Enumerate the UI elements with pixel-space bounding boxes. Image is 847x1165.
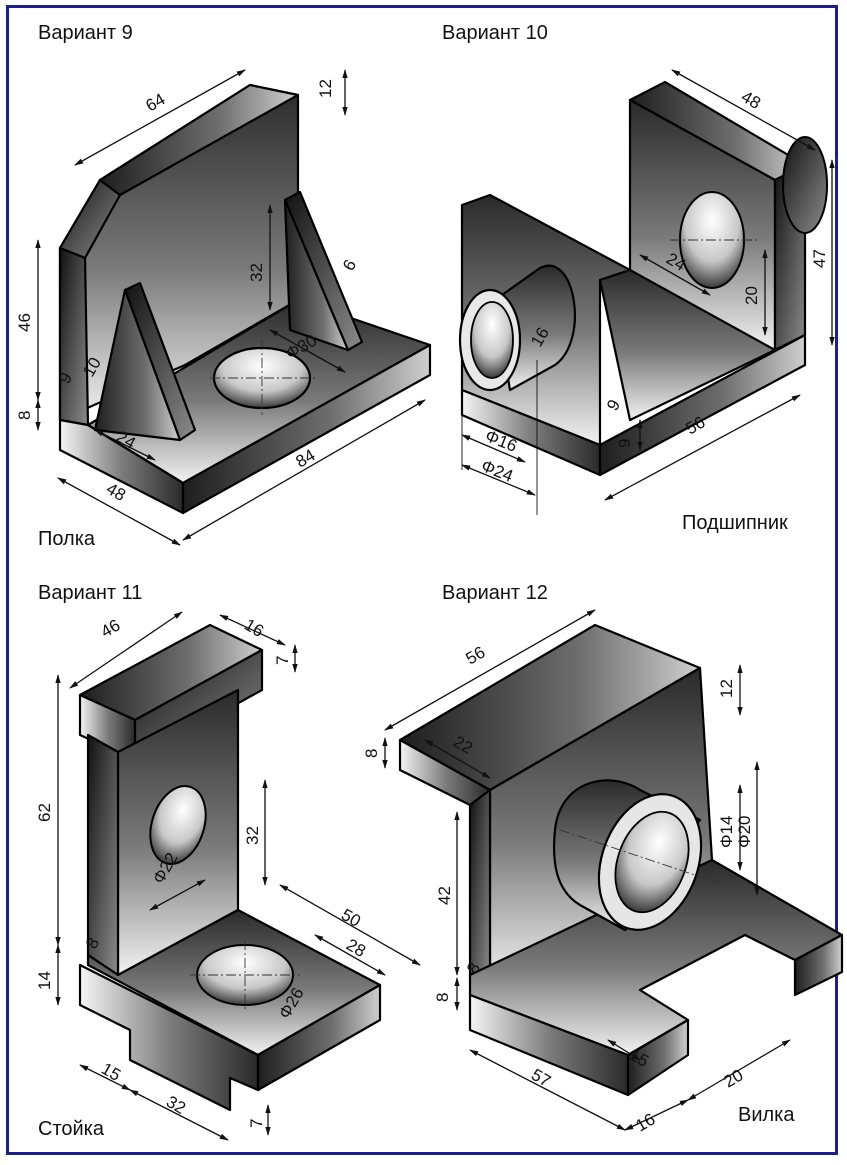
dim-label: Φ24	[479, 456, 516, 486]
dim-label: Φ20	[735, 816, 754, 848]
dim-label: 8	[433, 993, 452, 1002]
dim-label: 32	[163, 1092, 189, 1118]
dim-label: 15	[98, 1059, 124, 1085]
stoika-column-hole	[149, 785, 207, 865]
dim-label: 32	[243, 826, 262, 845]
dim-label: 9	[603, 396, 624, 414]
polka-rib-right-face	[283, 198, 350, 352]
dim-label: Φ14	[717, 816, 736, 848]
part-polka	[58, 83, 432, 515]
dim-label: 50	[338, 905, 364, 931]
dimension-lines	[35, 69, 835, 1141]
dim-label: 46	[98, 616, 124, 642]
vilka-base-front-right	[793, 933, 844, 997]
dim-label: 46	[15, 313, 34, 332]
variant-11-title: Вариант 11	[38, 582, 143, 604]
variant-11-part-name: Стойка	[38, 1118, 104, 1140]
dim-label: 20	[742, 286, 761, 305]
dim-label: 62	[35, 803, 54, 822]
part-podshipnik	[458, 80, 828, 477]
dim-label: 57	[528, 1065, 554, 1091]
dim-label: 20	[721, 1066, 747, 1092]
polka-plate-side	[58, 246, 90, 427]
dim-label: 14	[35, 971, 54, 990]
dim-label: 16	[633, 1110, 659, 1136]
part-stoika	[78, 623, 382, 1112]
variant-12-title: Вариант 12	[442, 582, 548, 604]
dim-label: 8	[15, 411, 34, 420]
dim-label: 6	[339, 256, 360, 274]
dim-label: 8	[362, 749, 381, 758]
dim-label: 56	[463, 643, 489, 669]
dim-label: 32	[247, 263, 266, 282]
dim-label: 12	[316, 79, 335, 98]
dim-label: 47	[810, 249, 829, 268]
variant-10-part-name: Подшипник	[682, 512, 788, 534]
variant-12-part-name: Вилка	[738, 1104, 795, 1126]
dim-label: 9	[615, 439, 634, 448]
variant-9-part-name: Полка	[38, 528, 96, 550]
variant-9-title: Вариант 9	[38, 22, 133, 44]
stoika-base-side	[256, 983, 382, 1092]
dim-label: 12	[717, 679, 736, 698]
dim-label: 28	[343, 935, 369, 961]
dim-label: 16	[241, 615, 267, 641]
dim-label: 64	[143, 90, 169, 116]
vilka-upright-side	[468, 788, 492, 987]
variant-10-title: Вариант 10	[442, 22, 548, 44]
dim-label: 7	[247, 1119, 266, 1128]
dim-label: 7	[273, 656, 292, 665]
dim-label: 42	[435, 886, 454, 905]
part-vilka	[398, 623, 844, 1097]
